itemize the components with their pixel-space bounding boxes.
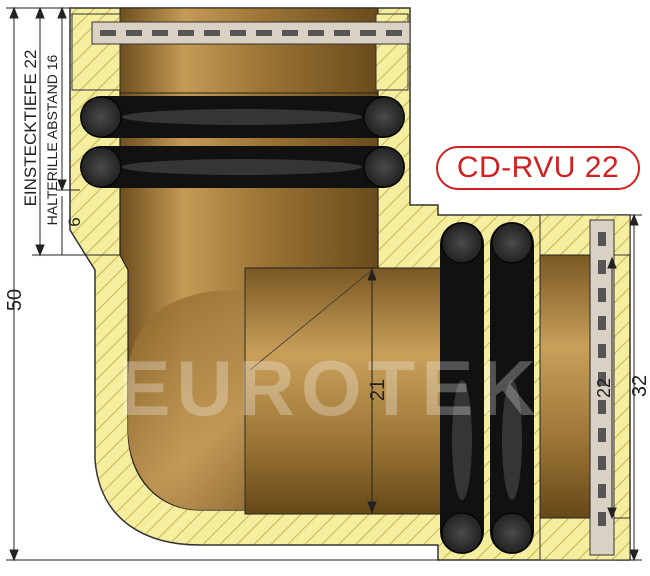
horizontal-bore [244,267,446,515]
right-ring-hatch-bottom [539,517,631,561]
dim-insertion-depth: EINSTECKTIEFE 22 [21,50,40,207]
product-code-text: CD-RVU 22 [456,151,620,184]
top-grip-ring [91,21,411,45]
dim-total-height: 50 [4,289,26,311]
right-grip-ring [589,219,615,556]
product-code-badge: CD-RVU 22 [436,146,640,190]
dimension-lines [6,6,642,562]
dim-offset: 6 [65,217,84,226]
top-o-rings [80,96,405,188]
right-socket-bore [539,254,591,519]
dim-bore: 21 [367,379,389,401]
dim-outer: 32 [629,375,650,397]
right-o-rings [440,222,534,554]
dim-rib-distance: HALTERILLE ABSTAND 16 [44,54,60,225]
watermark-text: EUROTEK [118,344,541,432]
dim-inner: 22 [594,378,614,398]
right-ring-hatch-top [539,214,631,256]
top-socket [119,7,379,94]
